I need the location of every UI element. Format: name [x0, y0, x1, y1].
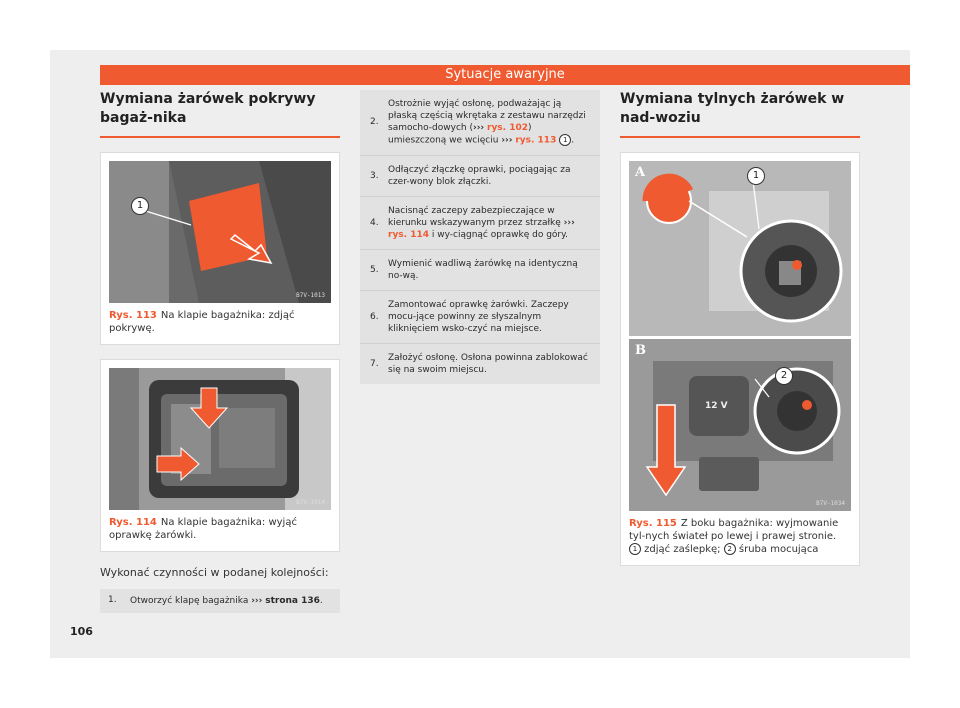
step-7: 7. Założyć osłonę. Osłona powinna zablok…	[360, 344, 600, 384]
right-column: Wymiana tylnych żarówek w nad-woziu	[620, 90, 860, 566]
middle-column: 2. Ostrożnie wyjąć osłonę, podważając ją…	[360, 90, 600, 384]
manual-page: Sytuacje awaryjne Wymiana żarówek pokryw…	[50, 50, 910, 658]
caption-text: zdjąć zaślepkę;	[641, 544, 724, 555]
caption-text: Na klapie bagażnika: wyjąć oprawkę żarów…	[109, 517, 297, 541]
callout-1-badge: 1	[131, 197, 149, 215]
step-number: 3.	[370, 170, 379, 181]
section-heading-body-lights: Wymiana tylnych żarówek w nad-woziu	[620, 91, 845, 126]
step-number: 2.	[370, 117, 379, 128]
xref-arrows: ›››	[563, 217, 575, 228]
step-end: .	[319, 596, 323, 606]
callout-2-badge: 2	[723, 543, 736, 555]
step-5: 5. Wymienić wadliwą żarówkę na identyczn…	[360, 250, 600, 291]
step-text: Ostrożnie wyjąć osłonę, podważając ją pł…	[388, 90, 590, 155]
figure-link[interactable]: rys. 114	[388, 229, 430, 240]
step-text-part: Otworzyć klapę bagażnika	[130, 596, 252, 606]
heading-rule	[100, 136, 340, 138]
step-number: 5.	[370, 264, 379, 275]
panel-label-b: B	[635, 343, 646, 358]
figure-link[interactable]: rys. 113	[515, 135, 557, 146]
section-header: Sytuacje awaryjne	[100, 65, 910, 85]
step-1: 1. Otworzyć klapę bagażnika ››› strona 1…	[100, 589, 340, 613]
photo-bulb-holder: B7V-1014	[109, 368, 331, 510]
figure-link[interactable]: rys. 102	[487, 123, 529, 133]
figure-code: B7V-1013	[296, 292, 325, 299]
trunk-lid-illustration	[109, 161, 331, 303]
section-heading-trunk-lid: Wymiana żarówek pokrywy bagaż-nika	[100, 91, 316, 126]
step-text: Nacisnąć zaczepy zabezpieczające w kieru…	[388, 197, 590, 249]
step-text-part: Nacisnąć zaczepy zabezpieczające w kieru…	[388, 205, 564, 228]
step-number: 1.	[108, 595, 117, 605]
step-text-part: i wy-ciągnąć oprawkę do góry.	[429, 229, 569, 240]
step-3: 3. Odłączyć złączkę oprawki, pociągając …	[360, 156, 600, 197]
callout-2-badge: 2	[775, 367, 793, 385]
step-number: 6.	[370, 311, 379, 322]
page-number: 106	[70, 625, 93, 638]
figure-ref: Rys. 114	[109, 517, 157, 528]
callout-1-badge: 1	[629, 543, 641, 555]
figure-code: B7V-1014	[296, 499, 325, 506]
left-column: Wymiana żarówek pokrywy bagaż-nika 1 B7V…	[100, 90, 340, 613]
step-text: Odłączyć złączkę oprawki, pociągając za …	[388, 164, 571, 187]
figure-code: B7V-1034	[816, 500, 845, 507]
step-number: 7.	[370, 358, 379, 369]
photo-trunk-lid-cover: 1 B7V-1013	[109, 161, 331, 303]
step-number: 4.	[370, 217, 379, 228]
step-text: Założyć osłonę. Osłona powinna zablokowa…	[388, 352, 588, 375]
xref-arrows: ›››	[472, 123, 485, 133]
xref-arrows: ›››	[251, 596, 263, 606]
caption-text: śruba mocująca	[735, 544, 819, 555]
figure-ref: Rys. 113	[109, 310, 157, 321]
xref-arrows: ›››	[501, 135, 513, 146]
step-text-part: Ostrożnie wyjąć osłonę, podważając ją pł…	[388, 99, 586, 133]
step-text: Wymienić wadliwą żarówkę na identyczną n…	[388, 258, 578, 281]
step-4: 4. Nacisnąć zaczepy zabezpieczające w ki…	[360, 197, 600, 250]
steps-list: 2. Ostrożnie wyjąć osłonę, podważając ją…	[360, 90, 600, 384]
callout-1-badge: 1	[559, 134, 572, 146]
figure-ref: Rys. 115	[629, 518, 677, 529]
panel-label-a: A	[635, 165, 646, 180]
callout-1-badge: 1	[747, 167, 765, 185]
step-end: .	[571, 135, 575, 146]
caption-text: Z boku bagażnika: wyjmowanie tyl-nych św…	[629, 518, 839, 542]
step-6: 6. Zamontować oprawkę żarówki. Zaczepy m…	[360, 291, 600, 344]
photo-rear-lights: A B 1 2 12 V B7V-1034	[629, 161, 851, 511]
caption-text: Na klapie bagażnika: zdjąć pokrywę.	[109, 310, 295, 334]
heading-rule	[620, 136, 860, 138]
step-text: Otworzyć klapę bagażnika ››› strona 136.	[130, 595, 332, 607]
step-text: Zamontować oprawkę żarówki. Zaczepy mocu…	[388, 299, 569, 334]
instruction-intro: Wykonać czynności w podanej kolejności:	[100, 566, 329, 579]
step-2: 2. Ostrożnie wyjąć osłonę, podważając ją…	[360, 90, 600, 156]
page-link[interactable]: strona 136	[265, 596, 320, 606]
step-text-part: ) umieszczoną we wcięciu	[388, 123, 532, 146]
voltage-plate: 12 V	[705, 401, 728, 411]
bulb-holder-illustration	[109, 368, 331, 510]
rear-lights-illustration	[629, 161, 851, 511]
